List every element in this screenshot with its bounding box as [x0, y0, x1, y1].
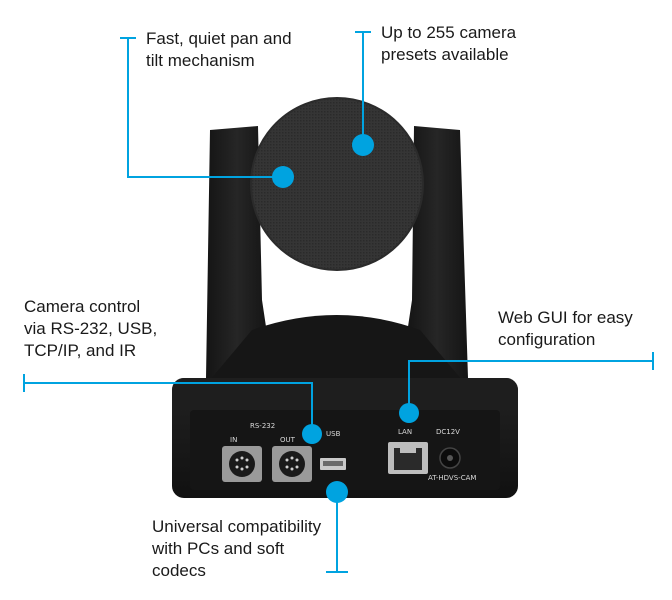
model-label: AT-HDVS-CAM — [428, 474, 476, 482]
compat-marker — [326, 481, 348, 503]
callout-compat: Universal compatibility with PCs and sof… — [152, 517, 322, 580]
usb-port — [320, 458, 346, 470]
dc-power-port — [439, 447, 461, 469]
callout-presets: Up to 255 camera presets available — [381, 23, 517, 64]
callout-web-gui: Web GUI for easy configuration — [498, 308, 633, 349]
rs232-in-port — [222, 446, 262, 482]
pan-tilt-marker — [272, 166, 294, 188]
out-label: OUT — [280, 436, 296, 444]
camera-neck — [210, 315, 462, 380]
in-label: IN — [230, 436, 237, 444]
lan-port — [388, 442, 428, 474]
callout-pan-tilt: Fast, quiet pan and tilt mechanism — [146, 29, 292, 70]
callout-lines — [23, 31, 654, 573]
web-gui-marker — [399, 403, 419, 423]
presets-marker — [352, 134, 374, 156]
control-marker — [302, 424, 322, 444]
rs232-label: RS-232 — [250, 422, 275, 430]
callout-control: Camera control via RS-232, USB, TCP/IP, … — [24, 297, 158, 360]
lan-label: LAN — [398, 428, 412, 436]
usb-label: USB — [326, 430, 341, 438]
rs232-out-port — [272, 446, 312, 482]
dc-label: DC12V — [436, 428, 460, 436]
lens-disc — [250, 97, 424, 271]
